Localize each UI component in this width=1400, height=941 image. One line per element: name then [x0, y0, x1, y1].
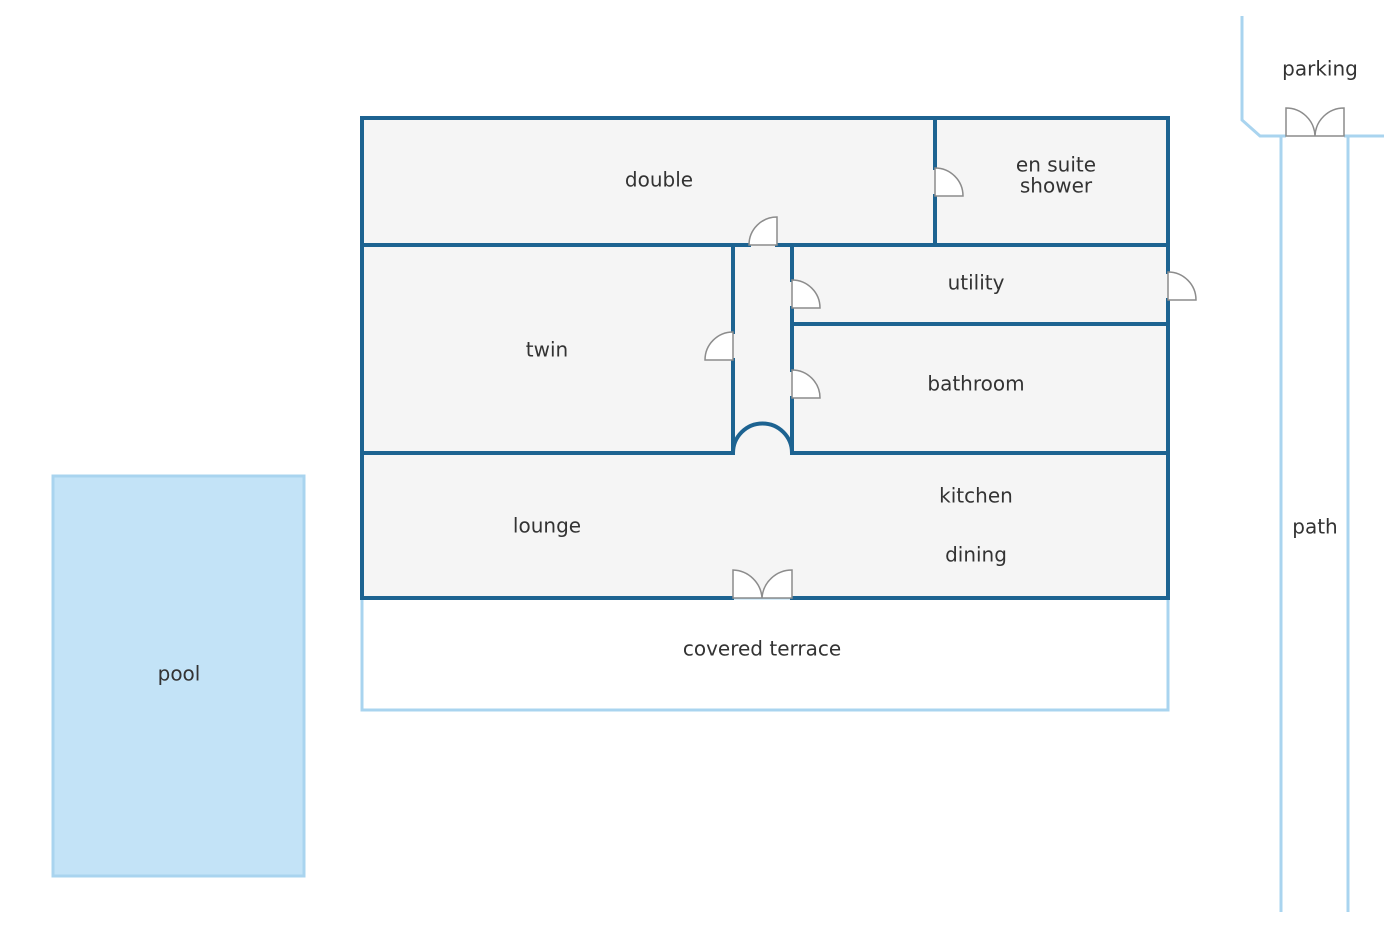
label-pool: pool: [158, 662, 201, 686]
label-utility: utility: [948, 271, 1005, 295]
door-twin: [704, 331, 734, 361]
door-terrace: [732, 569, 793, 599]
label-shower: shower: [1020, 174, 1093, 198]
door-utility-exterior: [1167, 271, 1197, 301]
path-outline: [1240, 16, 1384, 912]
label-en-suite: en suite: [1016, 153, 1096, 177]
house-walls: [360, 116, 1170, 600]
label-bathroom: bathroom: [927, 372, 1024, 396]
label-double: double: [625, 168, 693, 192]
door-bathroom: [791, 369, 821, 399]
door-parking: [1285, 107, 1345, 137]
pool-area: [51, 474, 306, 878]
door-utility: [791, 279, 821, 309]
label-parking: parking: [1282, 57, 1358, 81]
label-lounge: lounge: [513, 514, 581, 538]
label-twin: twin: [526, 338, 568, 362]
doors: [704, 107, 1345, 599]
door-en-suite: [934, 167, 964, 197]
label-kitchen: kitchen: [939, 484, 1013, 508]
label-covered-terrace: covered terrace: [683, 637, 841, 661]
label-path: path: [1292, 515, 1337, 539]
label-dining: dining: [945, 543, 1007, 567]
house-floor: [362, 118, 1168, 598]
covered-terrace-area: [360, 596, 1170, 712]
door-double: [748, 216, 778, 246]
